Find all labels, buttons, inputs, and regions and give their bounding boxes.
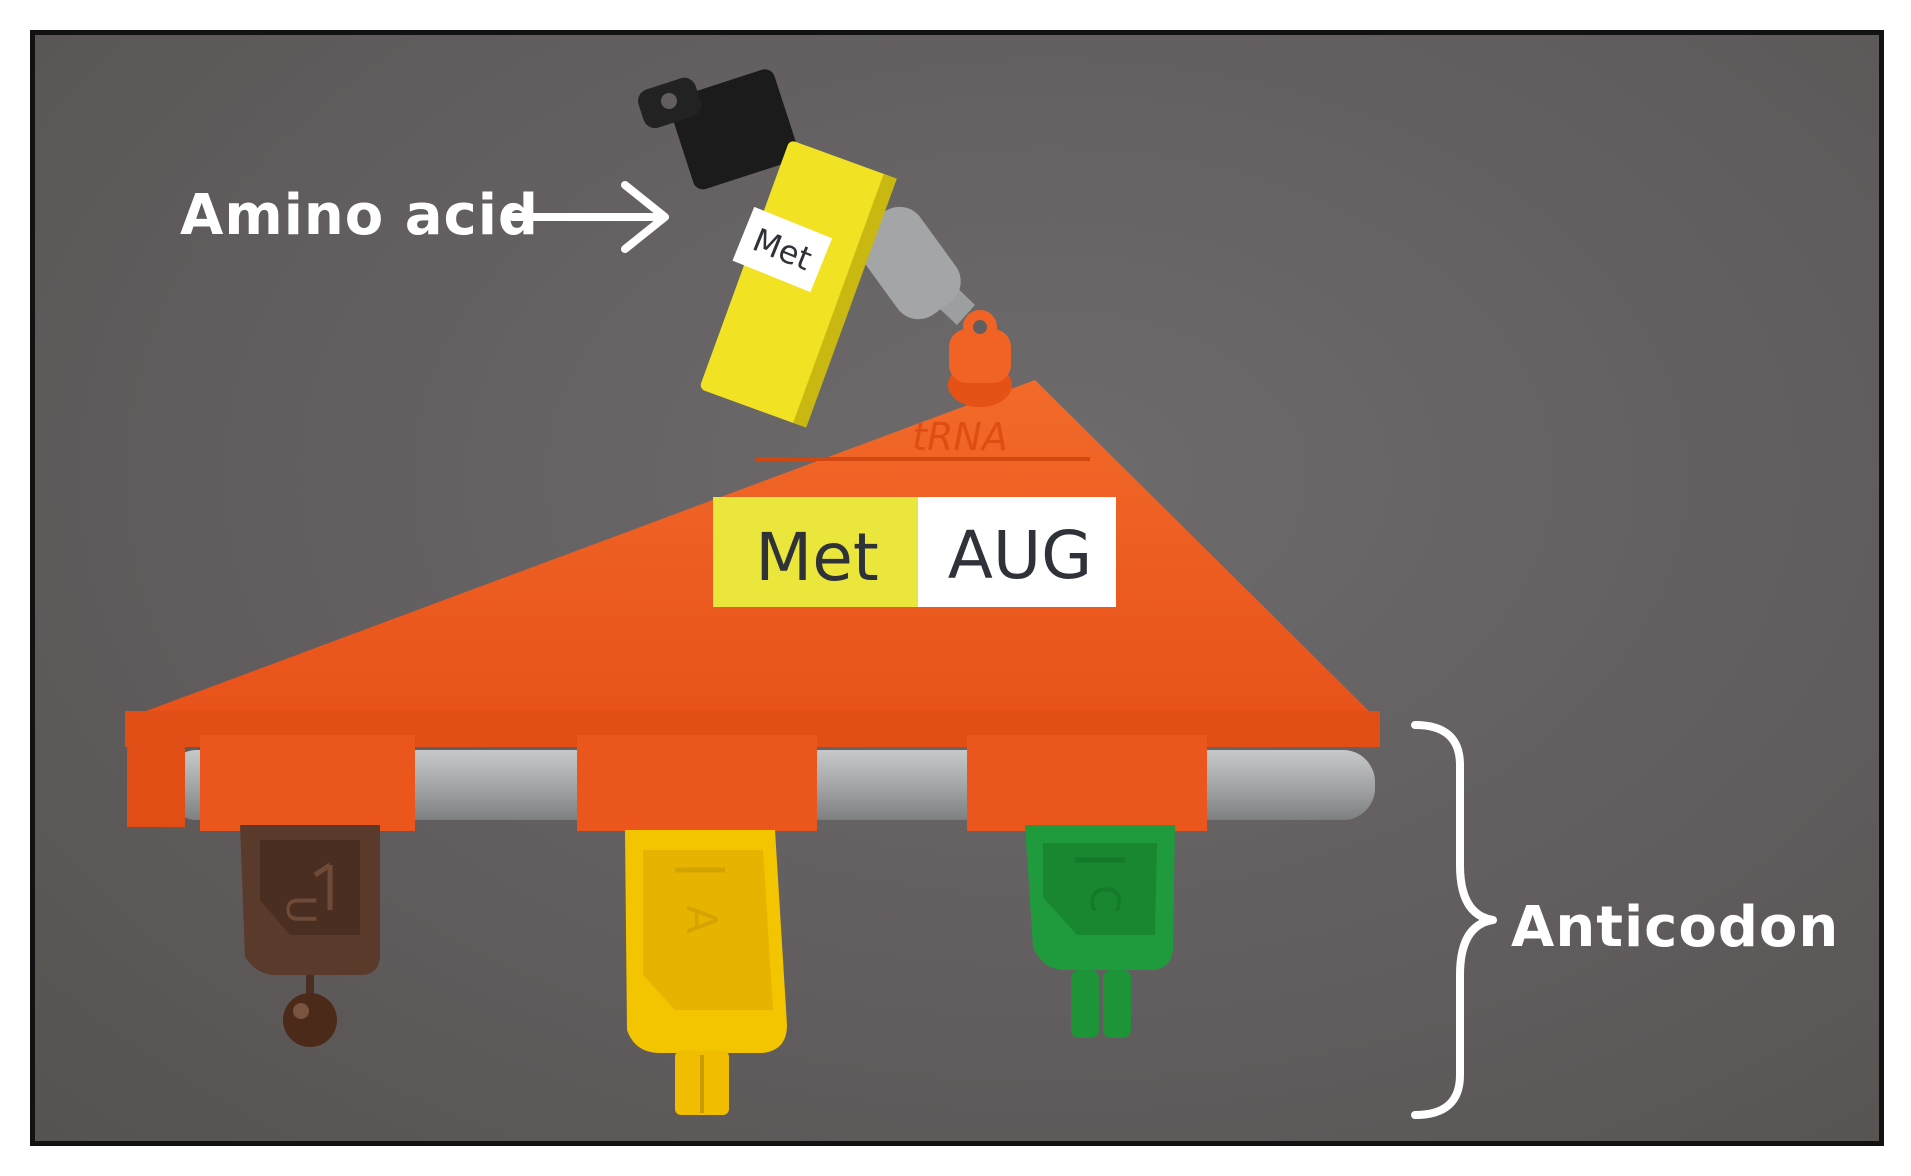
trna-model-photo: tRNA Met AUG <box>125 69 1497 1119</box>
amino-acid-annotation: Amino acid <box>180 183 539 248</box>
image-frame: tRNA Met AUG <box>30 30 1884 1146</box>
trna-label-codon: AUG <box>948 517 1093 594</box>
anticodon-piece-middle: A <box>625 830 787 1115</box>
anticodon-annotation: Anticodon <box>1511 895 1840 960</box>
anticodon-brace <box>1411 721 1497 1119</box>
anticodon-piece-left: U <box>240 825 380 1047</box>
trna-label-amino-bg <box>713 497 918 607</box>
trna-embossed-text: tRNA <box>912 415 1008 459</box>
anticodon-letter-middle: A <box>677 905 726 934</box>
anticodon-letter-left: U <box>277 895 323 924</box>
anticodon-letter-right: C <box>1081 885 1127 913</box>
trna-label: Met AUG <box>713 497 1116 607</box>
amino-acid-arrow <box>509 181 669 253</box>
anticodon-piece-right: C <box>1025 825 1175 1038</box>
amino-acid-block: Met <box>638 69 975 428</box>
trna-label-amino: Met <box>755 519 878 596</box>
trna-label-codon-bg <box>918 497 1116 607</box>
